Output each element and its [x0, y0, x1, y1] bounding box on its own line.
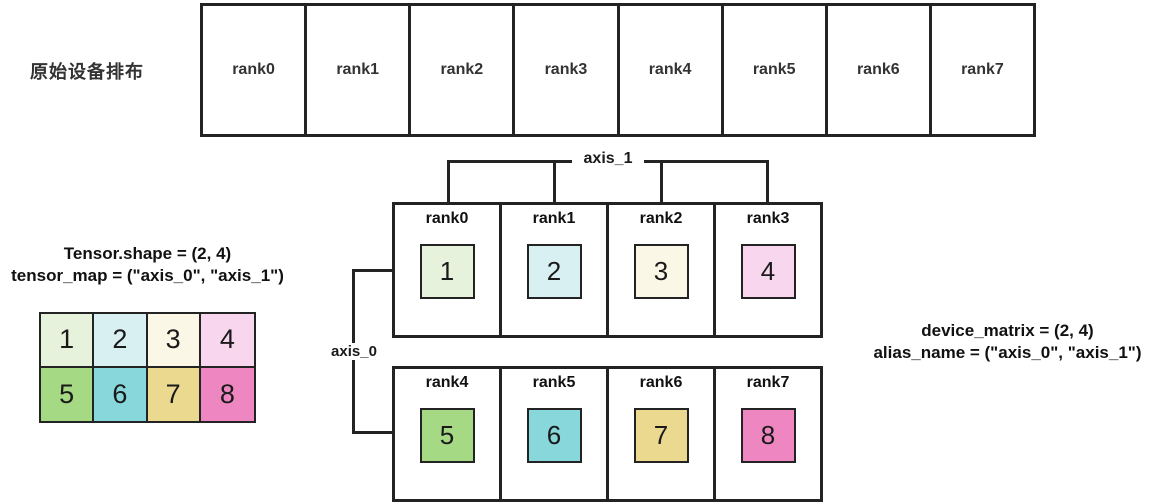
slice-number: 5 — [439, 420, 455, 450]
device-rank-label: rank0 — [425, 210, 469, 227]
device-box-rank4: rank4 — [620, 6, 724, 134]
device-rank-label: rank2 — [639, 210, 683, 227]
device-cell-rank5: rank5 6 — [502, 369, 609, 499]
slice-number: 7 — [653, 420, 669, 450]
device-box-rank7: rank7 — [961, 61, 1004, 78]
device-cell-rank2: rank2 3 — [609, 205, 716, 335]
axis1-tick — [766, 160, 769, 202]
tensor-cell-7: 7 — [147, 367, 201, 421]
slice-number: 4 — [760, 256, 776, 286]
device-grid-row1: rank4 5 rank5 6 rank6 7 rank7 8 — [392, 366, 823, 502]
tensor-table: 1 2 3 4 5 6 7 8 — [39, 312, 256, 423]
device-cell-rank6: rank6 7 — [609, 369, 716, 499]
axis0-label: axis_0 — [324, 343, 384, 360]
device-cell-rank7: rank7 8 — [716, 369, 820, 499]
tensor-cell-5: 5 — [41, 367, 95, 421]
original-arrangement-label: 原始设备排布 — [30, 62, 144, 82]
tensor-shape-line: Tensor.shape = (2, 4) — [63, 244, 232, 263]
axis0-tick — [352, 431, 392, 434]
device-cell-rank1: rank1 2 — [502, 205, 609, 335]
tensor-cell-2: 2 — [94, 314, 148, 368]
axis1-tick — [553, 160, 556, 202]
axis1-label: axis_1 — [572, 150, 644, 168]
tensor-slice-square: 7 — [633, 408, 689, 463]
tensor-slice-square: 3 — [633, 244, 689, 299]
slice-number: 1 — [439, 256, 455, 286]
tensor-slice-square: 2 — [526, 244, 582, 299]
axis1-tick — [447, 160, 450, 202]
tensor-slice-square: 6 — [526, 408, 582, 463]
device-rank-label: rank3 — [746, 210, 790, 227]
device-rank-label: rank5 — [532, 374, 576, 391]
tensor-cell-8: 8 — [200, 367, 254, 421]
device-rank-label: rank7 — [746, 374, 790, 391]
device-box-rank2: rank2 — [411, 6, 516, 134]
device-rank-label: rank1 — [532, 210, 576, 227]
tensor-slice-square: 1 — [419, 244, 475, 299]
device-matrix-line: device_matrix = (2, 4) — [921, 321, 1094, 340]
tensor-cell-6: 6 — [94, 367, 148, 421]
device-cell-rank3: rank3 4 — [716, 205, 820, 335]
device-rank-label: rank6 — [639, 374, 683, 391]
device-box-rank6: rank6 — [828, 6, 932, 134]
tensor-cell-1: 1 — [41, 314, 95, 368]
slice-number: 6 — [546, 420, 562, 450]
tensor-cell-4: 4 — [200, 314, 254, 368]
device-cell-rank0: rank0 1 — [395, 205, 502, 335]
tensor-map-line: tensor_map = ("axis_0", "axis_1") — [11, 266, 284, 285]
device-box-rank1: rank1 — [307, 6, 412, 134]
tensor-shape-text: Tensor.shape = (2, 4) tensor_map = ("axi… — [0, 243, 295, 287]
slice-number: 3 — [653, 256, 669, 286]
device-grid-row0: rank0 1 rank1 2 rank2 3 rank3 4 — [392, 202, 823, 338]
device-box-rank5: rank5 — [724, 6, 828, 134]
device-cell-rank4: rank4 5 — [395, 369, 502, 499]
slice-number: 8 — [760, 420, 776, 450]
axis0-tick — [352, 269, 392, 272]
tensor-slice-square: 5 — [419, 408, 475, 463]
alias-name-line: alias_name = ("axis_0", "axis_1") — [873, 343, 1142, 362]
axis1-tick — [660, 160, 663, 202]
device-box-rank0: rank0 — [203, 6, 308, 134]
tensor-cell-3: 3 — [147, 314, 201, 368]
tensor-slice-square: 8 — [740, 408, 796, 463]
device-matrix-text: device_matrix = (2, 4) alias_name = ("ax… — [855, 320, 1160, 364]
device-rank-label: rank4 — [425, 374, 469, 391]
original-device-row: rank0 rank1 rank2 rank3 rank4 rank5 rank… — [200, 3, 1036, 137]
tensor-slice-square: 4 — [740, 244, 796, 299]
slice-number: 2 — [546, 256, 562, 286]
device-box-rank3: rank3 — [515, 6, 620, 134]
